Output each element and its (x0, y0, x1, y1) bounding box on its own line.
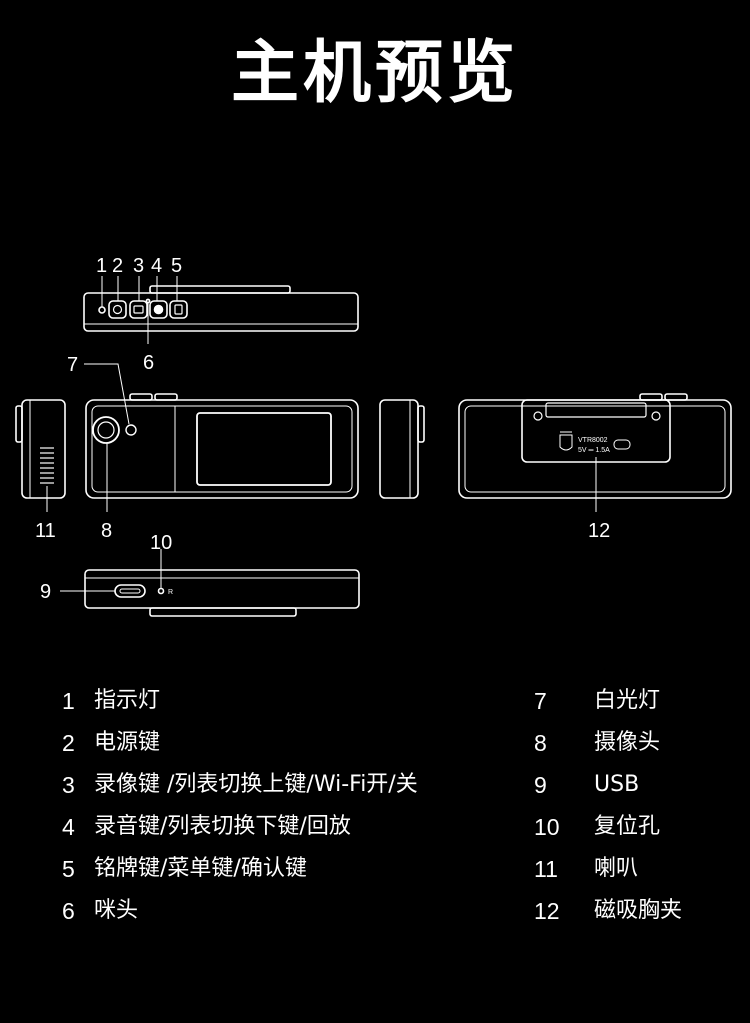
device-bottom-view: R (84, 569, 360, 617)
callout-6: 6 (143, 352, 154, 374)
brand-shield-icon (559, 431, 573, 451)
callout-2: 2 (112, 255, 123, 277)
rating-label: 5V ═ 1.5A (578, 447, 610, 454)
callout-1: 1 (96, 255, 107, 277)
callout-12: 12 (588, 520, 610, 542)
model-label: VTR8002 (578, 437, 608, 444)
reset-hole-icon (157, 587, 165, 595)
device-top-view (83, 285, 359, 332)
callout-10: 10 (150, 532, 172, 554)
speaker-grille-icon (40, 447, 54, 484)
reset-mark: R (168, 589, 173, 596)
menu-button (169, 300, 188, 319)
microphone-icon (145, 298, 151, 304)
device-right-side-view (379, 399, 425, 499)
callout-3: 3 (133, 255, 144, 277)
callout-5: 5 (171, 255, 182, 277)
callout-4: 4 (151, 255, 162, 277)
display-screen (196, 412, 332, 486)
callout-8: 8 (101, 520, 112, 542)
device-back-view: VTR8002 5V ═ 1.5A (458, 393, 732, 499)
camera-lens-icon (92, 416, 120, 444)
callout-9: 9 (40, 581, 51, 603)
record-video-button (129, 300, 148, 319)
callout-7: 7 (67, 354, 78, 376)
indicator-light-icon (98, 306, 106, 314)
record-audio-button (149, 300, 168, 319)
page-title: 主机预览 (230, 34, 519, 113)
white-light-icon (125, 424, 137, 436)
callout-11: 11 (35, 520, 56, 542)
device-front-view (85, 393, 359, 499)
device-diagram: 1 2 3 4 5 6 11 7 (15, 255, 732, 617)
certification-icon (613, 439, 631, 450)
power-button (108, 300, 127, 319)
device-left-side-view (15, 399, 66, 499)
